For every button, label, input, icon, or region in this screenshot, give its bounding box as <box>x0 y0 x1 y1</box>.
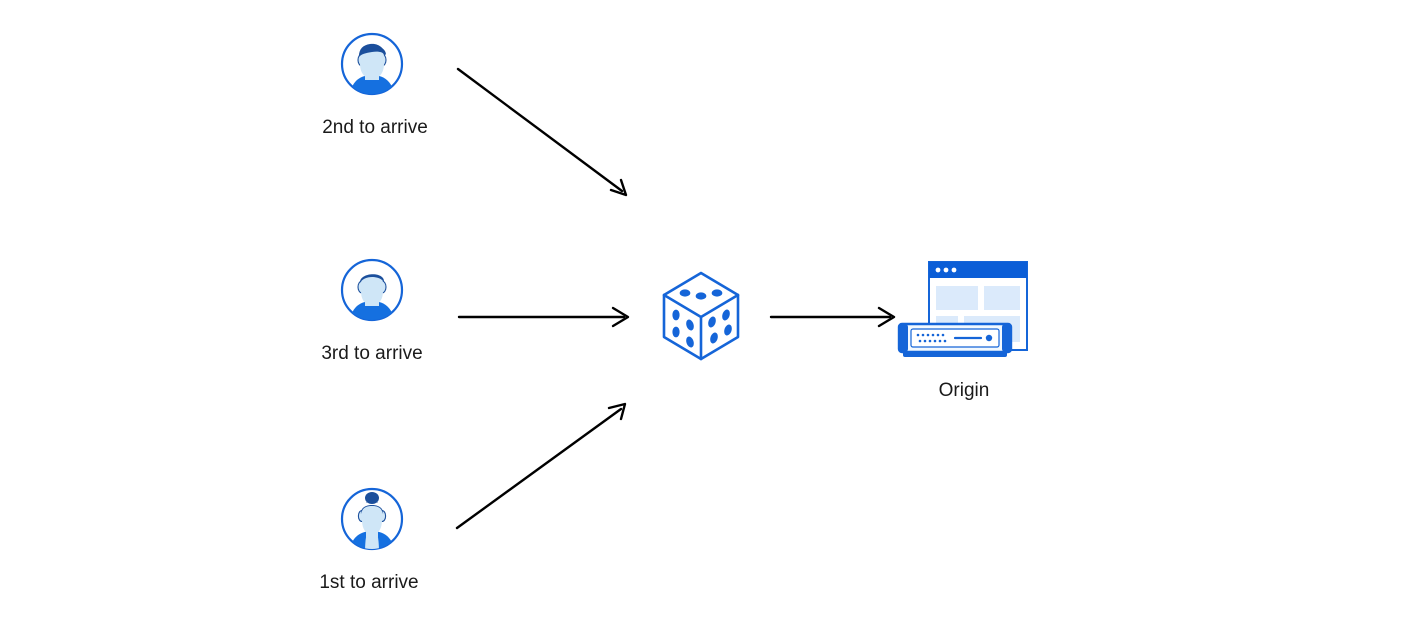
user-avatar-male-icon <box>340 32 404 96</box>
client-1st-label: 1st to arrive <box>319 572 419 593</box>
arrow-2nd-to-dice <box>456 67 628 197</box>
origin-server-icon <box>897 261 1028 357</box>
arrow-3rd-to-dice <box>457 306 630 328</box>
arrow-dice-to-origin <box>769 306 896 328</box>
randomizer-dice[interactable] <box>660 270 742 362</box>
arrow-1st-to-dice <box>455 402 627 530</box>
client-1st-avatar[interactable] <box>338 485 406 553</box>
user-avatar-male-icon <box>340 258 404 322</box>
dice-icon <box>662 271 740 361</box>
origin-label: Origin <box>938 380 990 401</box>
client-2nd-label: 2nd to arrive <box>322 117 428 138</box>
origin-server-icon-wrap[interactable] <box>893 256 1038 366</box>
server-device-icon <box>897 322 1013 357</box>
user-avatar-female-icon <box>340 487 404 551</box>
client-2nd-avatar[interactable] <box>338 30 406 98</box>
client-3rd-avatar[interactable] <box>338 256 406 324</box>
client-3rd-label: 3rd to arrive <box>321 343 423 364</box>
